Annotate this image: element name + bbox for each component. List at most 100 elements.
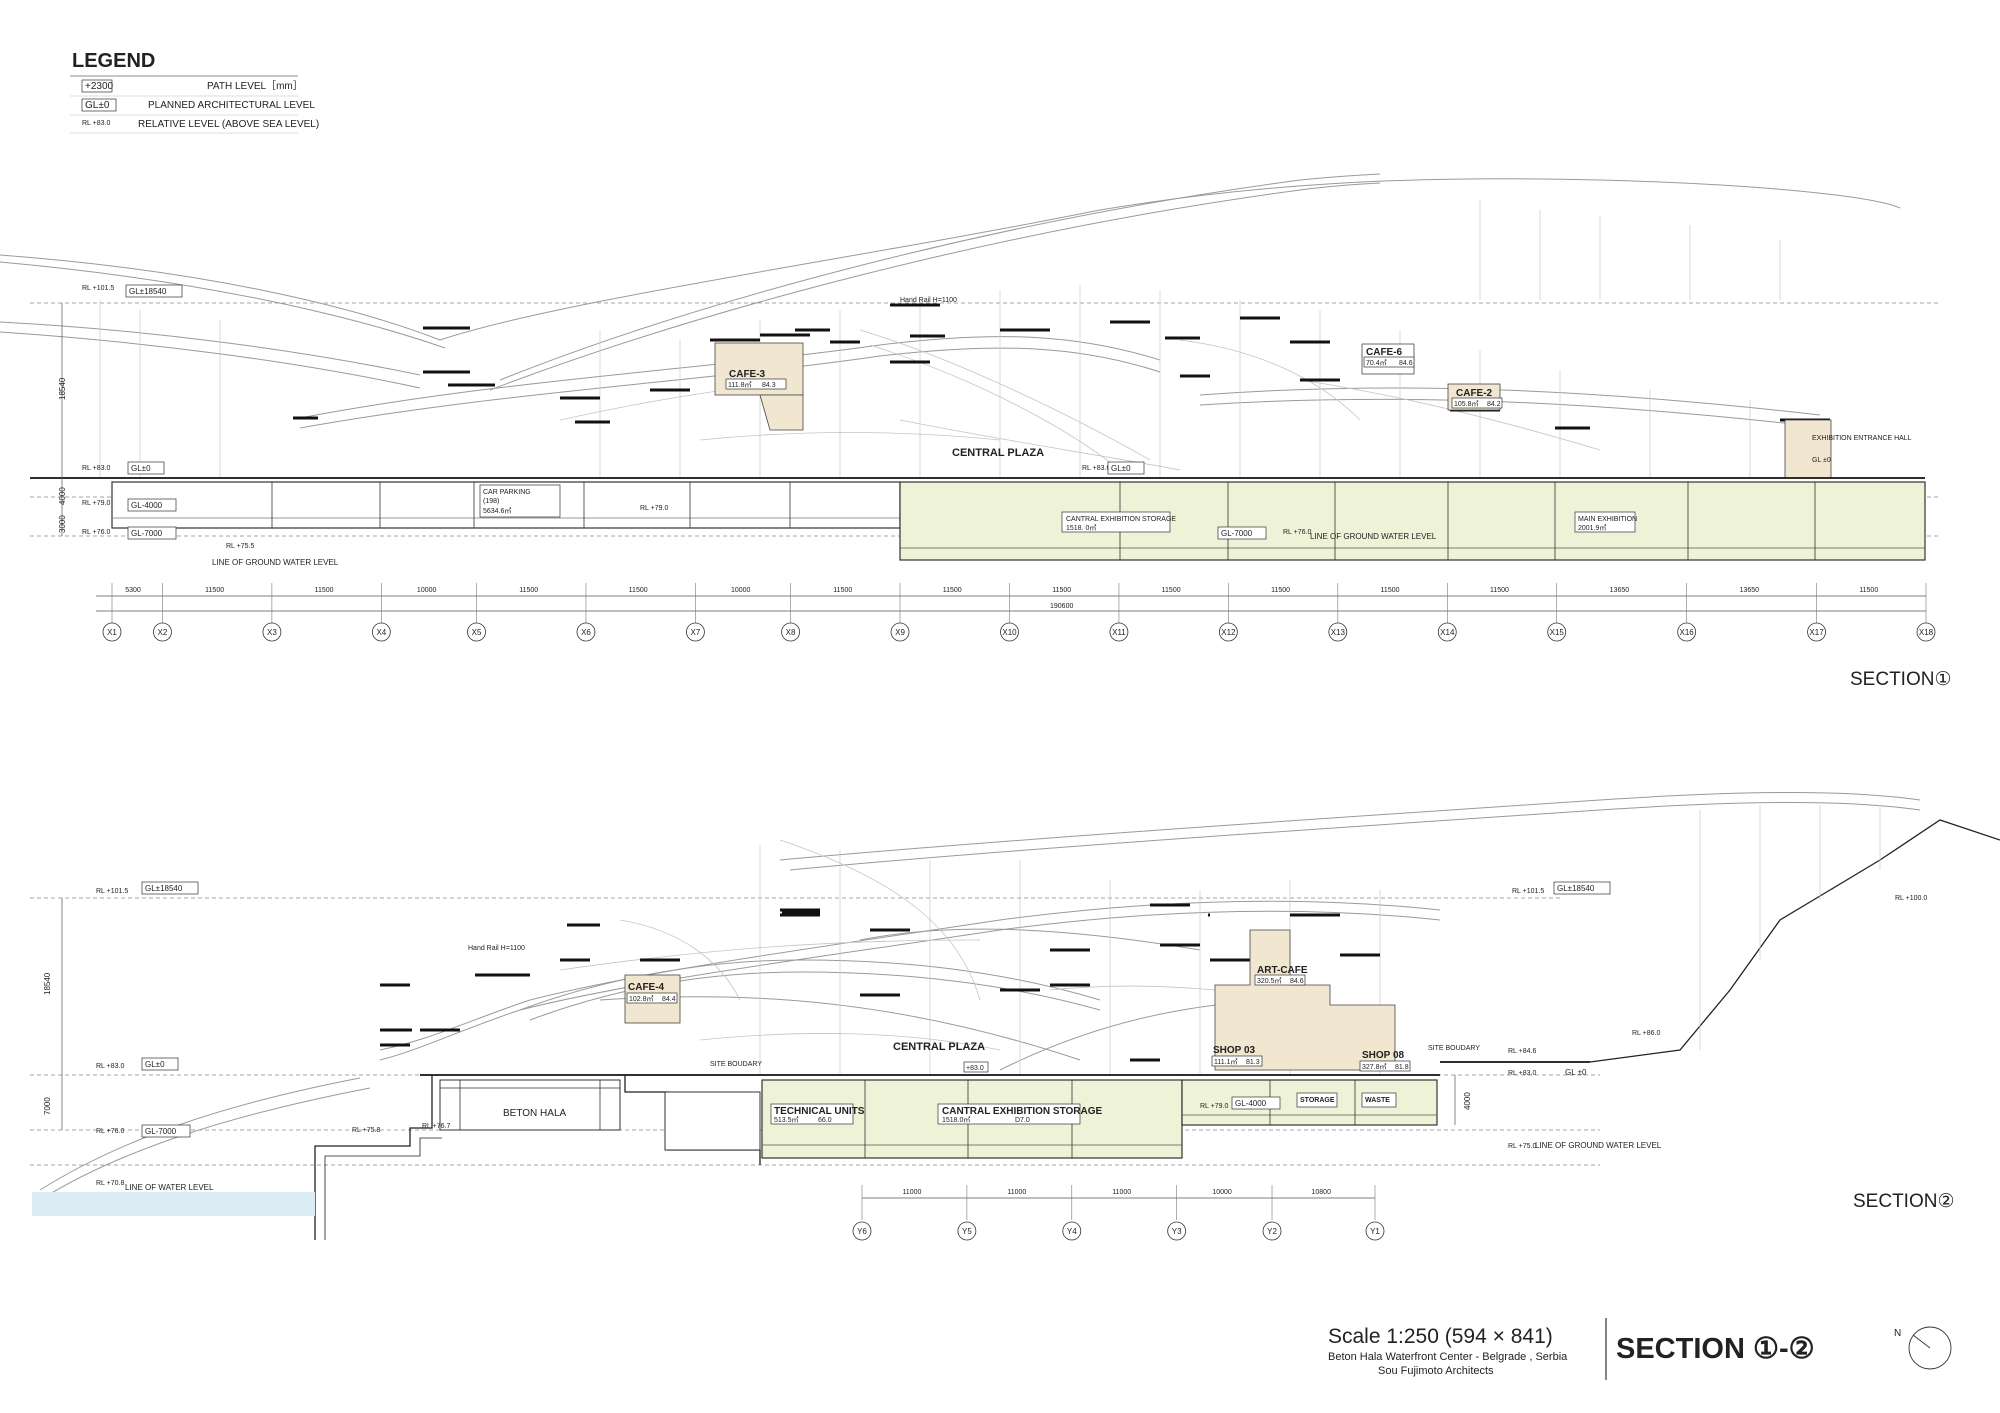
grid-bubble-icon — [1218, 622, 1238, 642]
cafe-4-level: 84.4 — [662, 996, 676, 1003]
s2-span-value: 10800 — [1312, 1189, 1332, 1196]
grid-label-y: Y6 — [857, 1227, 867, 1236]
s2-rl-ground: RL +83.0 — [96, 1063, 124, 1070]
s1-span-value: 11500 — [1381, 587, 1400, 594]
shop-08-area: 327.8㎡ — [1362, 1063, 1387, 1071]
central-storage-area-2: 1518.0㎡ — [942, 1116, 970, 1124]
grid-label-x: X7 — [691, 628, 701, 637]
cafe-6-area: 70.4㎡ — [1366, 359, 1387, 367]
project-text: Beton Hala Waterfront Center - Belgrade … — [1328, 1351, 1568, 1363]
technical-units-area: 513.5㎡ — [774, 1116, 799, 1124]
central-storage-area-1: 1518. 0㎡ — [1066, 524, 1096, 532]
grid-label-x: X1 — [107, 628, 117, 637]
s1-span-value: 11500 — [1052, 587, 1071, 594]
legend-title: LEGEND — [72, 50, 155, 72]
car-parking-name: CAR PARKING — [483, 489, 531, 496]
s1-span-value: 11500 — [833, 587, 852, 594]
grid-bubble-icon — [1109, 622, 1129, 642]
cafe-2-level: 84.2 — [1487, 401, 1501, 408]
s1-span-value: 11500 — [1271, 587, 1290, 594]
grid-bubble-icon — [1365, 1221, 1385, 1241]
art-cafe-name: ART-CAFE — [1257, 965, 1308, 976]
central-plaza-label-2: CENTRAL PLAZA — [893, 1041, 985, 1053]
shop-08-level: 81.8 — [1395, 1064, 1409, 1071]
vertical-dims-1: 18540 4000 3000 — [58, 303, 67, 536]
grid-label-x: X10 — [1002, 628, 1017, 637]
grid-bubble-icon — [102, 622, 122, 642]
main-exhibition-name: MAIN EXHIBITION — [1578, 516, 1637, 523]
vertical-dims-2: 18540 7000 4000 — [43, 898, 1472, 1130]
s2-rl-right-2: RL +83.0 — [1508, 1070, 1536, 1077]
s2-rl-hill-2: RL +100.0 — [1895, 895, 1927, 902]
platforms — [293, 303, 1830, 430]
s1-span-value: 10000 — [417, 587, 437, 594]
section-1: CAFE-3 111.8㎡ 84.3 CAFE-6 70.4㎡ 84.6 CAF… — [0, 173, 1952, 690]
s1-span-value: 13650 — [1740, 587, 1760, 594]
s2-rl-beton-2: RL +76.7 — [422, 1123, 450, 1130]
shop-03-level: 81.3 — [1246, 1059, 1260, 1066]
cafe-3-name: CAFE-3 — [729, 369, 766, 380]
legend-symbol-planned-level: GL±0 — [85, 100, 110, 111]
central-storage-name-2: CANTRAL EXHIBITION STORAGE — [942, 1106, 1103, 1117]
grid-label-x: X6 — [581, 628, 591, 637]
s2-gl-right: GL ±0 — [1565, 1068, 1587, 1077]
legend-symbol-relative-level: RL +83.0 — [82, 120, 110, 127]
exhibition-basement-1: CANTRAL EXHIBITION STORAGE 1518. 0㎡ MAIN… — [899, 481, 1926, 561]
grid-bubble-icon — [371, 622, 391, 642]
title-block: Scale 1:250 (594 × 841) Beton Hala Water… — [1328, 1318, 1952, 1380]
s2-gl-b2: GL-7000 — [145, 1127, 177, 1136]
cafe-3-level: 84.3 — [762, 382, 776, 389]
grid-bubble-icon — [1328, 622, 1348, 642]
s1-gl-b1: GL-4000 — [131, 501, 163, 510]
grid-bubble-icon — [1677, 622, 1697, 642]
grid-label-x: X8 — [786, 628, 796, 637]
grid-label-x: X13 — [1331, 628, 1346, 637]
grid-bubble-icon — [1437, 622, 1457, 642]
s2-gl-ground: GL±0 — [145, 1060, 165, 1069]
s2-platforms — [380, 903, 1380, 1062]
exhibition-basement-2: TECHNICAL UNITS 513.5㎡ 66.0 CANTRAL EXHI… — [761, 1079, 1438, 1159]
scale-text: Scale 1:250 (594 × 841) — [1328, 1325, 1553, 1348]
s1-dim-18540: 18540 — [58, 377, 67, 400]
beton-hala-label: BETON HALA — [503, 1108, 566, 1119]
s2-span-value: 10000 — [1212, 1189, 1232, 1196]
hand-rail-note-2: Hand Rail H=1100 — [468, 945, 525, 952]
cafe-2-area: 105.8㎡ — [1454, 400, 1479, 408]
s2-gl-plaza-tag: +83.0 — [966, 1065, 984, 1072]
entrance-hall-name: EXHIBITION ENTRANCE HALL — [1812, 435, 1912, 442]
grid-label-x: X16 — [1680, 628, 1695, 637]
s2-dim-7000: 7000 — [43, 1097, 52, 1115]
s1-rl-b2: RL +76.0 — [82, 529, 110, 536]
cafe-6: CAFE-6 70.4㎡ 84.6 — [1361, 343, 1415, 375]
s1-rl-b1: RL +79.0 — [82, 500, 110, 507]
s2-gl-top-right: GL±18540 — [1557, 884, 1595, 893]
s1-water-note: LINE OF GROUND WATER LEVEL — [212, 558, 339, 567]
architect-text: Sou Fujimoto Architects — [1378, 1365, 1494, 1377]
cafe-3: CAFE-3 111.8㎡ 84.3 — [714, 342, 804, 431]
s1-rl-top: RL +101.5 — [82, 285, 114, 292]
north-label: N — [1894, 1328, 1901, 1339]
beton-hala: BETON HALA — [314, 1074, 761, 1240]
car-parking-count: (198) — [483, 498, 499, 505]
technical-units-level: 66.0 — [818, 1117, 832, 1124]
grid-label-x: X11 — [1112, 628, 1126, 637]
grid-label-y: Y3 — [1172, 1227, 1182, 1236]
s1-gl-top: GL±18540 — [129, 287, 167, 296]
s2-rl-right-1: RL +84.6 — [1508, 1048, 1536, 1055]
legend: LEGEND +2300 PATH LEVEL［mm］ GL±0 PLANNED… — [70, 50, 319, 134]
grid-bubble-icon — [1262, 1221, 1282, 1241]
s2-dim-18540: 18540 — [43, 972, 52, 995]
grid-bubble-icon — [1547, 622, 1567, 642]
s1-gl-storage: GL-7000 — [1221, 529, 1253, 538]
s1-dim-4000: 4000 — [58, 487, 67, 505]
technical-units-name: TECHNICAL UNITS — [774, 1106, 865, 1117]
grid-label-x: X5 — [472, 628, 482, 637]
main-exhibition-area: 2001.9㎡ — [1578, 524, 1606, 532]
grid-bubble-icon — [1807, 622, 1826, 642]
s2-gl-shop: GL-4000 — [1235, 1099, 1267, 1108]
grid-label-x: X9 — [895, 628, 905, 637]
s2-span-value: 11000 — [1007, 1189, 1026, 1196]
shop-08-name: SHOP 08 — [1362, 1050, 1404, 1061]
art-cafe-area: 320.5㎡ — [1257, 977, 1282, 985]
